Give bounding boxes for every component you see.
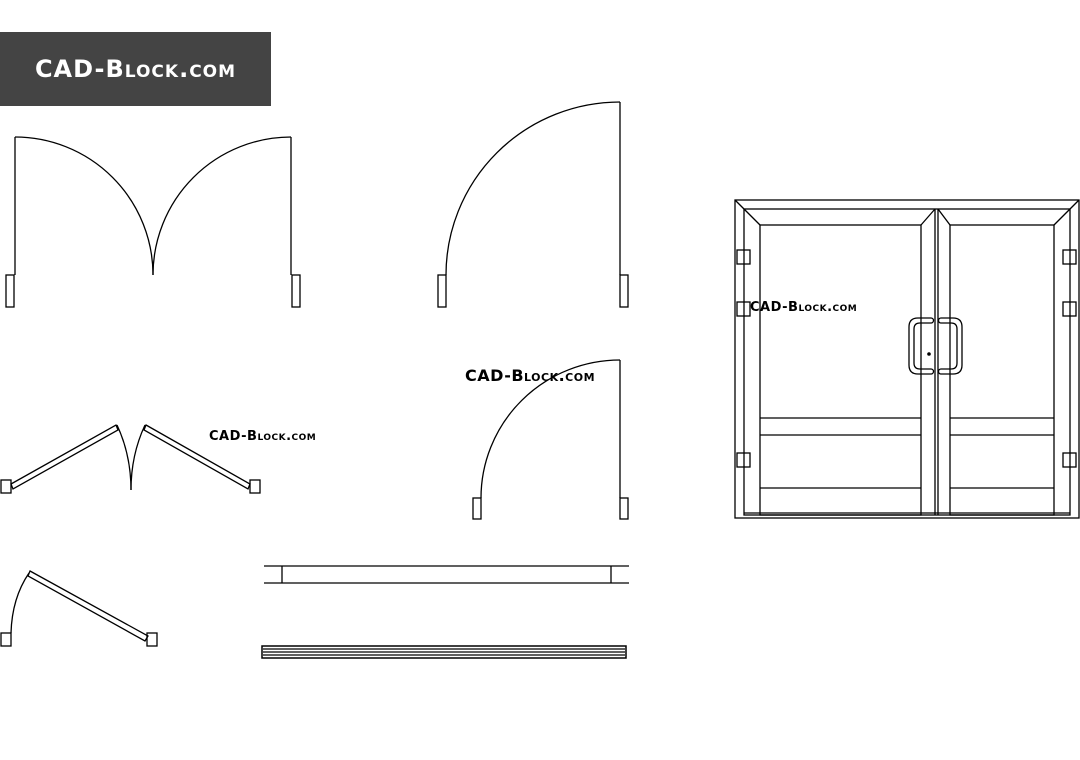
sliding-door-plan bbox=[264, 565, 629, 584]
single-door-open-plan bbox=[0, 570, 158, 647]
double-door-plan bbox=[5, 136, 301, 308]
double-door-open-plan bbox=[0, 424, 261, 494]
single-door-plan-small bbox=[472, 359, 629, 520]
watermark-single-door: CAD-Block.com bbox=[465, 366, 595, 385]
logo-text: CAD-Block.com bbox=[34, 55, 237, 83]
door-section bbox=[261, 645, 627, 659]
logo-banner: CAD-Block.com bbox=[0, 32, 271, 106]
door-handles bbox=[908, 317, 963, 375]
watermark-elevation: CAD-Block.com bbox=[750, 300, 857, 315]
single-door-plan-large bbox=[437, 101, 629, 308]
watermark-swing-doors: CAD-Block.com bbox=[209, 429, 316, 444]
hinges bbox=[736, 249, 1077, 468]
keyhole-icon bbox=[927, 352, 931, 356]
double-door-elevation bbox=[734, 199, 1080, 519]
